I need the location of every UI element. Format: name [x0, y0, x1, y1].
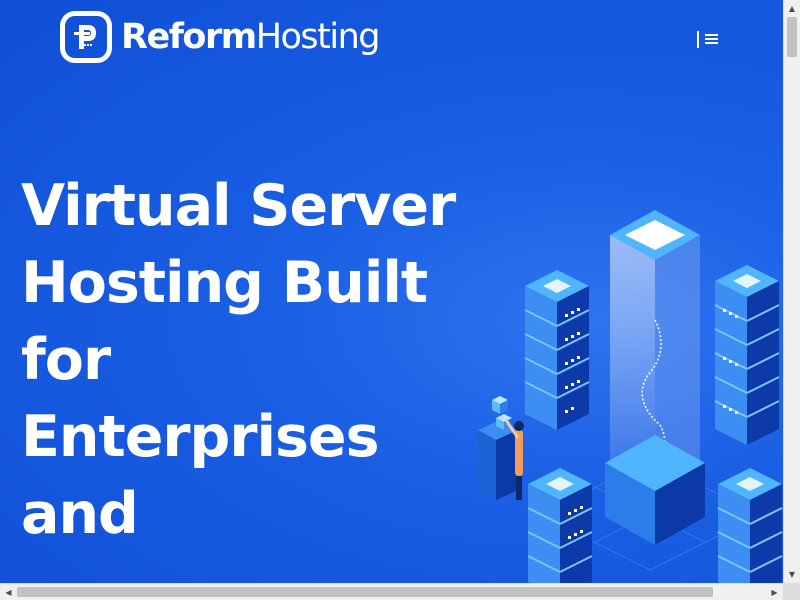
page-viewport: ReformHosting Virtual Server Hosting Bui… [0, 0, 783, 583]
vertical-scroll-thumb[interactable] [787, 17, 797, 57]
scrollbar-corner [783, 583, 800, 600]
scroll-down-arrow-icon[interactable]: ▼ [788, 570, 796, 579]
site-logo[interactable]: ReformHosting [60, 11, 381, 63]
horizontal-scrollbar[interactable]: ◀ ▶ [0, 583, 783, 600]
scroll-up-arrow-icon[interactable]: ▲ [788, 4, 796, 13]
menu-toggle-button[interactable] [697, 29, 725, 49]
hero-title: Virtual Server Hosting Built for Enterpr… [21, 173, 456, 547]
menu-divider [697, 30, 699, 48]
server-illustration [478, 210, 783, 583]
vertical-scrollbar[interactable]: ▲ ▼ [783, 0, 800, 583]
horizontal-scroll-thumb[interactable] [17, 587, 713, 597]
logo-icon [60, 11, 112, 63]
scroll-right-arrow-icon[interactable]: ▶ [771, 587, 778, 597]
hamburger-icon [705, 34, 718, 44]
logo-text-bold: Reform [121, 16, 257, 57]
logo-text-regular: Hosting [255, 16, 381, 57]
scroll-left-arrow-icon[interactable]: ◀ [5, 587, 12, 597]
logo-wordmark: ReformHosting [121, 16, 381, 57]
